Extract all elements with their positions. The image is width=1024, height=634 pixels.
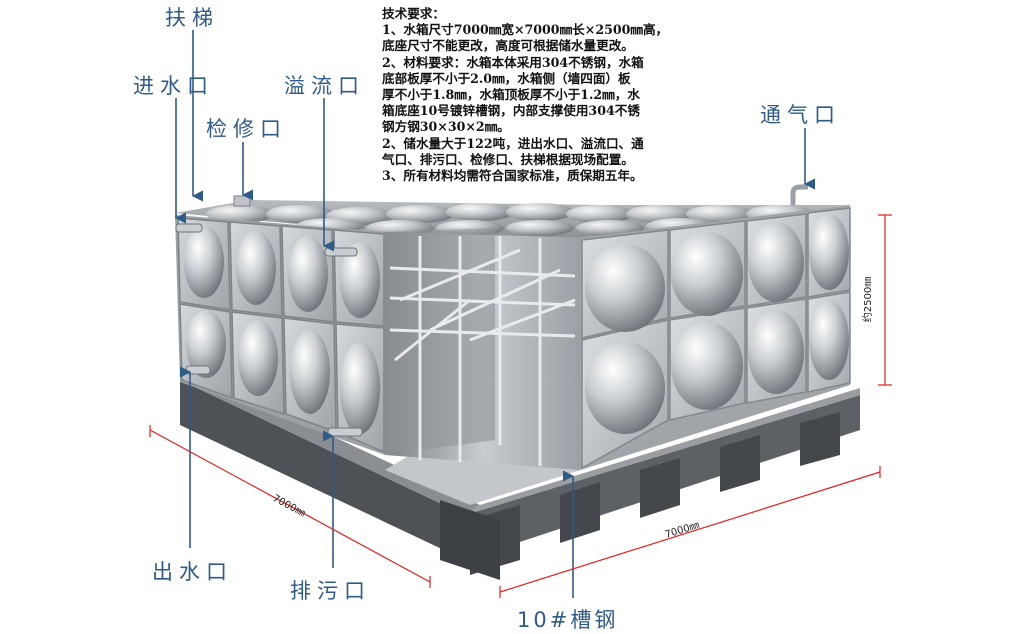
spec-line: 1、水箱尺寸7000㎜宽×7000㎜长×2500㎜高， [382,22,669,38]
spec-line: 箱底座10号镀锌槽钢，内部支撑使用304不锈 [382,103,640,119]
label-overflow: 溢流口 [284,74,365,98]
right-margin [909,0,1024,632]
spec-line: 2、储水量大于122吨，进出水口、溢流口、通 [382,135,644,151]
spec-line: 钢方钢30×30×2㎜。 [382,119,510,135]
label-vent: 通气口 [760,103,841,127]
left-wall [175,215,385,455]
drain-pipe [327,427,363,437]
label-outlet: 出水口 [152,560,233,584]
label-inlet: 进水口 [133,74,214,98]
dim-height: 约2500㎜ [863,276,875,323]
right-wall [580,205,851,470]
label-channel-steel: 10#槽钢 [517,608,619,632]
technical-requirements: 技术要求： 1、水箱尺寸7000㎜宽×7000㎜长×2500㎜高， 底座尺寸不能… [382,6,772,184]
inlet-pipe [175,223,203,233]
spec-line: 气口、排污口、检修口、扶梯根据现场配置。 [382,151,634,167]
spec-line: 2、材料要求：水箱本体采用304不锈钢，水箱 [382,54,644,70]
label-drain: 排污口 [290,579,371,603]
label-ladder: 扶梯 [165,6,219,30]
dimension-lines [149,214,892,598]
vent-pipe [790,184,808,205]
spec-line: 3、所有材料均需符合国家标准，质保期五年。 [382,168,643,184]
callout-pointers [174,30,816,598]
spec-line: 底部板厚不小于2.0㎜，水箱侧（墙四面）板 [382,70,631,86]
label-inspection: 检修口 [206,117,287,141]
base-channel-steel [180,372,860,580]
spec-line: 底座尺寸不能更改，高度可根据储水量更改。 [382,38,634,54]
spec-heading: 技术要求： [382,6,445,21]
spec-line: 厚不小于1.8㎜，水箱顶板厚不小于1.2㎜，水 [382,87,640,103]
left-margin [0,0,115,632]
tank-interior [385,228,580,470]
tank-roof [175,195,850,238]
overflow-pipe [324,247,358,257]
